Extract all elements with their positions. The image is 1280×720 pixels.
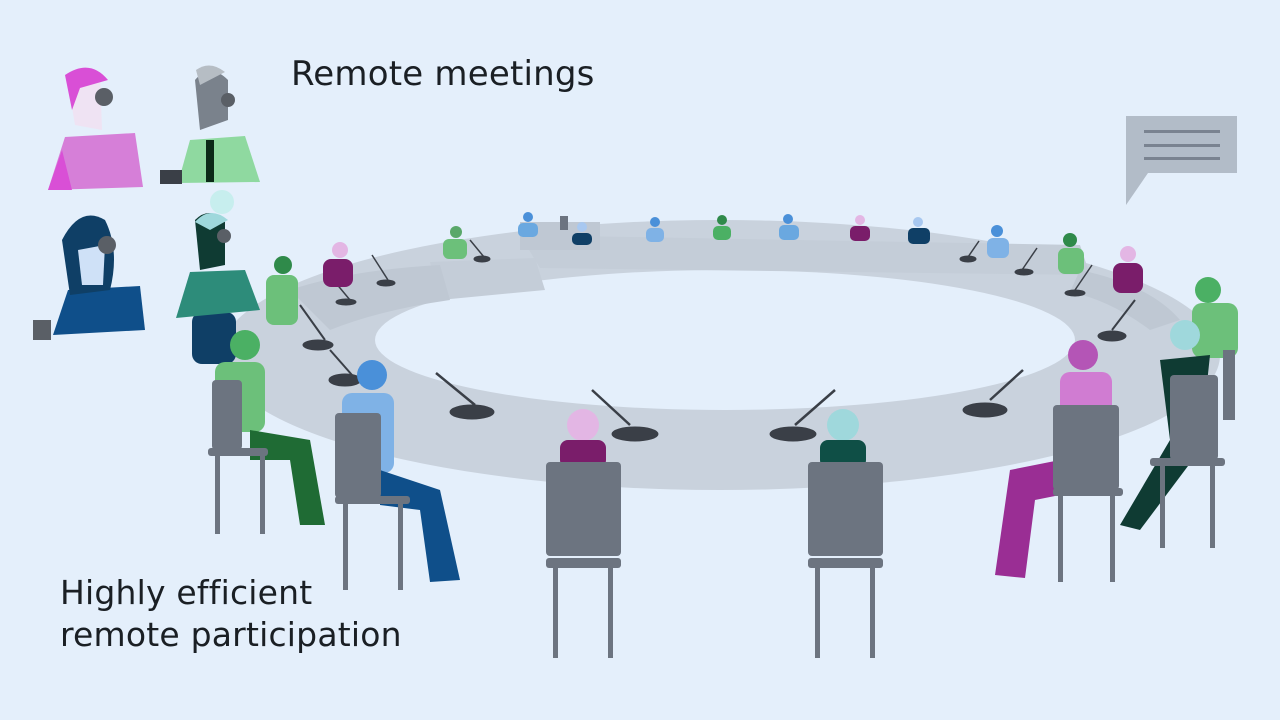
remote-participant-navy	[33, 215, 145, 340]
chair	[1053, 405, 1119, 490]
speech-bubble-icon	[1126, 116, 1237, 205]
microphone-icon	[1014, 247, 1038, 276]
participant-figure	[266, 256, 298, 325]
remote-participants	[33, 65, 260, 340]
participant-figure	[323, 242, 353, 287]
front-center-seating	[546, 409, 883, 658]
participant-figure	[850, 215, 870, 241]
participant-figure	[646, 217, 664, 242]
headset-icon	[98, 236, 116, 254]
participant-figure	[713, 215, 731, 240]
microphone-icon	[962, 369, 1024, 418]
microphone-icon	[299, 304, 334, 351]
microphone-icon	[591, 389, 659, 442]
participant-figure	[1113, 246, 1143, 293]
participant-figure	[779, 214, 799, 240]
back-row-participants	[192, 212, 1143, 364]
caption-line-1: Highly efficient	[60, 573, 313, 612]
remote-participant-teal	[176, 190, 260, 318]
microphone-icon	[328, 349, 362, 387]
microphone-icon	[769, 389, 836, 442]
microphone-icon	[1097, 299, 1136, 342]
chair	[808, 462, 883, 556]
remote-participant-pink	[48, 67, 143, 190]
headset-icon	[217, 229, 231, 243]
caption-remote-meetings: Remote meetings	[291, 54, 595, 94]
caption-remote-participation: Highly efficient remote participation	[60, 572, 402, 656]
remote-participant-green-tie	[160, 65, 260, 184]
conference-table	[220, 220, 1220, 490]
participant-figure	[443, 226, 467, 259]
microphone-icon	[371, 254, 396, 287]
caption-line-2: remote participation	[60, 615, 402, 654]
participant-figure	[987, 225, 1009, 258]
microphone-icon	[435, 372, 495, 420]
microphone-icon	[959, 240, 980, 263]
microphone-icon	[1064, 264, 1093, 297]
participant-figure	[1058, 233, 1084, 274]
chair	[335, 413, 381, 498]
headset-icon	[221, 93, 235, 107]
front-left-seating	[208, 330, 460, 590]
participant-figure	[908, 217, 930, 244]
chair	[212, 380, 242, 450]
headset-icon	[95, 88, 113, 106]
chair	[1170, 375, 1218, 460]
chair	[546, 462, 621, 556]
front-right-seating	[995, 277, 1238, 582]
participant-figure	[572, 222, 592, 245]
microphone-icon	[469, 239, 491, 263]
participant-figure	[518, 212, 538, 237]
tie	[206, 140, 214, 182]
